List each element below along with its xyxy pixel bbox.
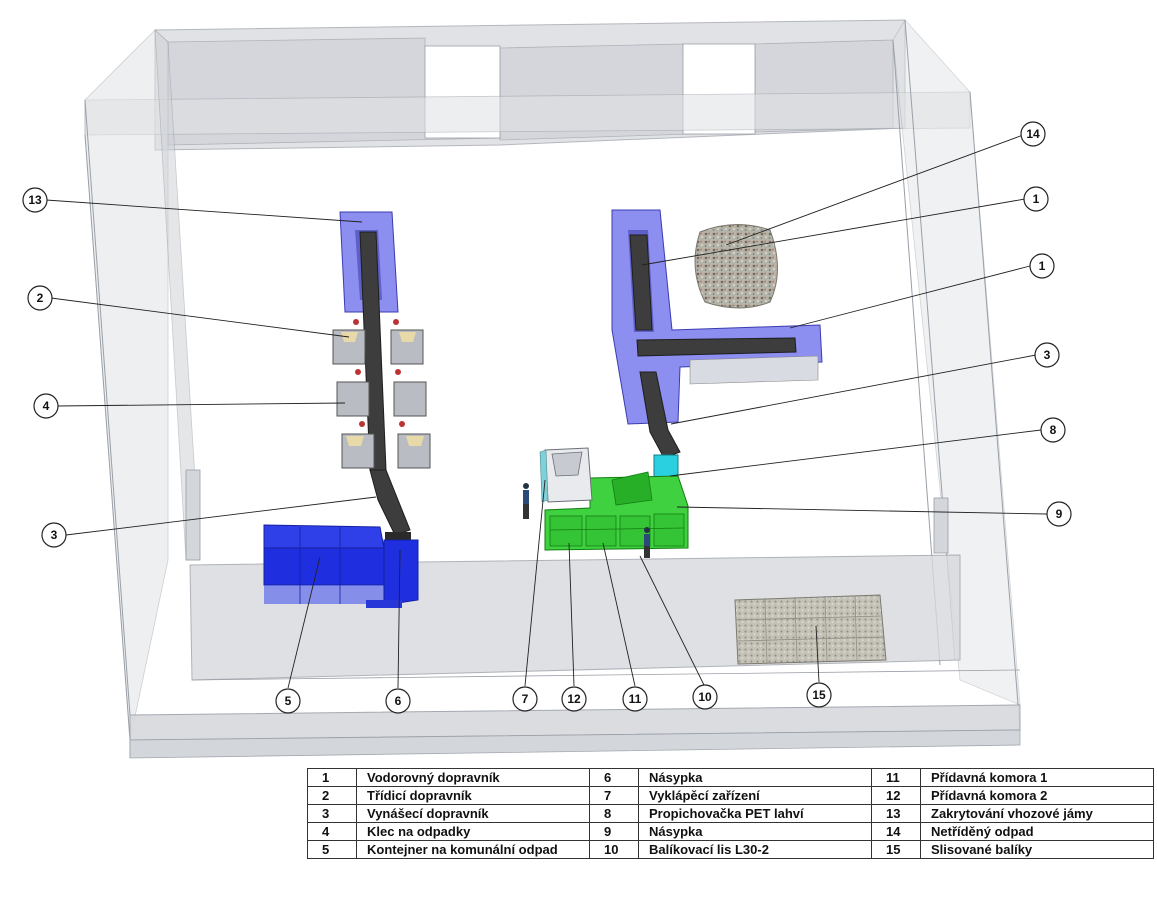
waste-cages [332,319,431,469]
sorting-conveyor [359,231,411,542]
legend-row: 3 Vynášecí dopravník 8 Propichovačka PET… [307,804,1154,823]
legend-number: 4 [307,822,357,841]
legend-label: Vynášecí dopravník [356,804,590,823]
legend-label: Zakrytování vhozové jámy [920,804,1154,823]
legend-label: Propichovačka PET lahví [638,804,872,823]
tipping-device [539,447,593,503]
callout-8: 8 [1040,417,1066,443]
legend-label: Balíkovací lis L30-2 [638,840,872,859]
callout-2: 2 [27,285,53,311]
callout-5: 5 [275,688,301,714]
legend-number: 1 [307,768,357,787]
callout-1-upper: 1 [1023,186,1049,212]
callout-label: 3 [1044,348,1051,362]
legend-label: Násypka [638,768,872,787]
legend-label: Kontejner na komunální odpad [356,840,590,859]
legend-number: 10 [589,840,639,859]
legend-row: 2 Třídicí dopravník 7 Vyklápěcí zařízení… [307,786,1154,805]
callout-label: 2 [37,291,44,305]
callout-13: 13 [22,187,48,213]
lifting-conveyor-right [639,371,681,459]
horizontal-conveyor [629,234,819,385]
callout-label: 15 [812,688,826,702]
legend-number: 7 [589,786,639,805]
callout-10: 10 [692,684,718,710]
baling-press [544,471,689,551]
legend-row: 1 Vodorovný dopravník 6 Násypka 11 Přída… [307,768,1154,787]
legend-number: 13 [871,804,921,823]
callout-label: 6 [395,694,402,708]
legend-number: 12 [871,786,921,805]
legend-row: 4 Klec na odpadky 9 Násypka 14 Netříděný… [307,822,1154,841]
callout-4: 4 [33,393,59,419]
legend-number: 6 [589,768,639,787]
legend-number: 2 [307,786,357,805]
callout-label: 11 [629,692,642,706]
callout-3-left: 3 [41,522,67,548]
callout-label: 4 [43,399,50,413]
compressed-bales [734,594,887,665]
plant-layout-diagram: 13 2 4 3 5 6 7 12 11 10 15 14 [22,19,1072,759]
callout-label: 7 [522,692,529,706]
legend-label: Násypka [638,822,872,841]
legend-label: Přídavná komora 2 [920,786,1154,805]
legend-label: Klec na odpadky [356,822,590,841]
legend-label: Vodorovný dopravník [356,768,590,787]
legend-number: 11 [871,768,921,787]
operator-figures [523,483,650,558]
callout-12: 12 [561,686,587,712]
legend-table: 1 Vodorovný dopravník 6 Násypka 11 Přída… [307,768,1154,859]
callout-11: 11 [622,686,648,712]
callout-label: 10 [698,690,712,704]
legend-number: 3 [307,804,357,823]
callout-6: 6 [385,688,411,714]
municipal-waste-container [263,524,419,608]
legend-label: Slisované balíky [920,840,1154,859]
callout-3-right: 3 [1034,342,1060,368]
callout-1-lower: 1 [1029,253,1055,279]
callout-label: 8 [1050,423,1057,437]
leader-lines [45,134,1048,689]
legend-number: 15 [871,840,921,859]
legend-label: Netříděný odpad [920,822,1154,841]
callout-9: 9 [1046,501,1072,527]
callout-7: 7 [512,686,538,712]
unsorted-waste-pile [694,223,778,309]
legend-label: Vyklápěcí zařízení [638,786,872,805]
callout-label: 3 [51,528,58,542]
callout-label: 13 [28,193,42,207]
callout-14: 14 [1020,121,1046,147]
legend-row: 5 Kontejner na komunální odpad 10 Balíko… [307,840,1154,859]
legend-number: 14 [871,822,921,841]
callout-15: 15 [806,682,832,708]
callout-label: 1 [1039,259,1046,273]
legend-label: Třídicí dopravník [356,786,590,805]
legend-number: 9 [589,822,639,841]
callout-label: 1 [1033,192,1040,206]
callout-label: 5 [285,694,292,708]
legend-number: 8 [589,804,639,823]
callout-label: 9 [1056,507,1063,521]
legend-label: Přídavná komora 1 [920,768,1154,787]
callout-label: 12 [567,692,581,706]
legend-number: 5 [307,840,357,859]
callout-label: 14 [1026,127,1040,141]
